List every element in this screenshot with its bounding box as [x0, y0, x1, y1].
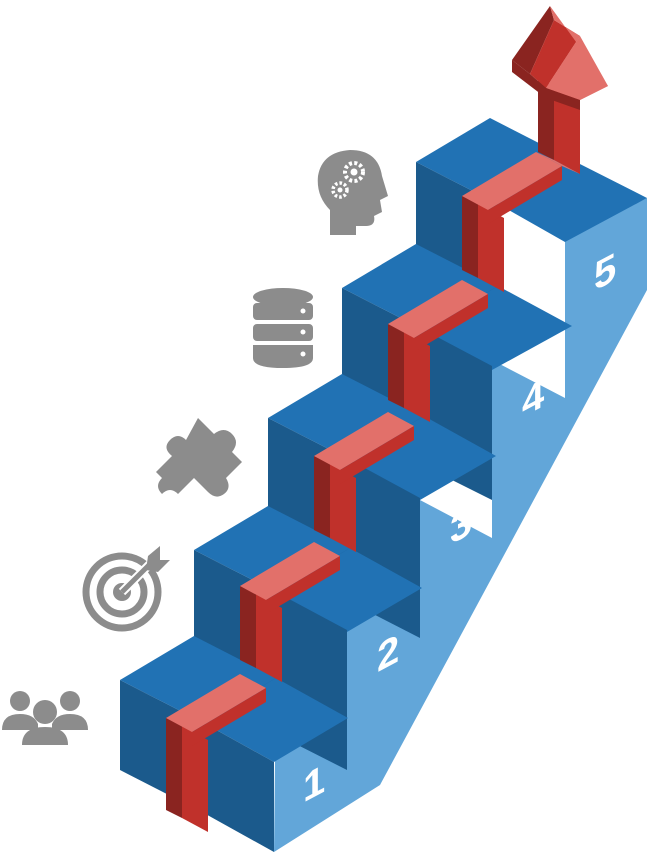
arrow-edge	[462, 196, 478, 278]
arrow-head-right	[546, 36, 608, 100]
step-4-number: 4	[522, 370, 544, 427]
head-gears-icon	[317, 150, 388, 235]
arrow-tread	[314, 412, 414, 470]
step-1-tread	[202, 678, 348, 762]
step-5-tread	[498, 160, 647, 242]
staircase-side-face	[274, 198, 647, 852]
arrow-head-base	[512, 60, 580, 110]
progress-arrow	[166, 6, 608, 832]
arrow-shaft-top	[536, 152, 580, 174]
arrow-tread	[240, 542, 340, 600]
step-3-number: 3	[450, 497, 472, 554]
arrow-tread-edge	[414, 294, 488, 352]
arrow-riser	[478, 204, 504, 292]
arrow-tread	[388, 280, 488, 338]
puzzle-piece-icon	[156, 418, 242, 497]
arrow-riser	[330, 464, 356, 552]
people-icon	[2, 691, 88, 745]
arrow-tread	[166, 674, 266, 732]
arrow-tread-edge	[340, 426, 414, 484]
arrow-edge	[166, 718, 182, 818]
arrow-tread-edge	[192, 688, 266, 746]
arrow-shaft	[554, 86, 580, 174]
target-icon	[82, 546, 170, 632]
arrow-head-front	[530, 20, 580, 88]
arrow-edge	[388, 324, 404, 408]
arrow-head-dark	[512, 6, 554, 74]
step-3-tread	[350, 416, 496, 500]
step-2-number: 2	[377, 625, 399, 682]
step-1-number: 1	[303, 755, 325, 812]
arrow-riser	[404, 332, 430, 422]
database-icon	[253, 288, 313, 368]
arrow-edge	[240, 586, 256, 668]
arrow-riser	[256, 594, 282, 682]
arrow-edge	[314, 456, 330, 538]
step-4-tread	[424, 286, 572, 370]
step-2-tread	[276, 548, 422, 632]
arrow-tread	[462, 152, 562, 210]
arrow-tread-edge	[488, 166, 562, 224]
step-5-number: 5	[594, 244, 616, 301]
arrow-tread-edge	[266, 556, 340, 614]
arrow-riser	[182, 726, 208, 832]
step-1-front	[202, 722, 274, 852]
